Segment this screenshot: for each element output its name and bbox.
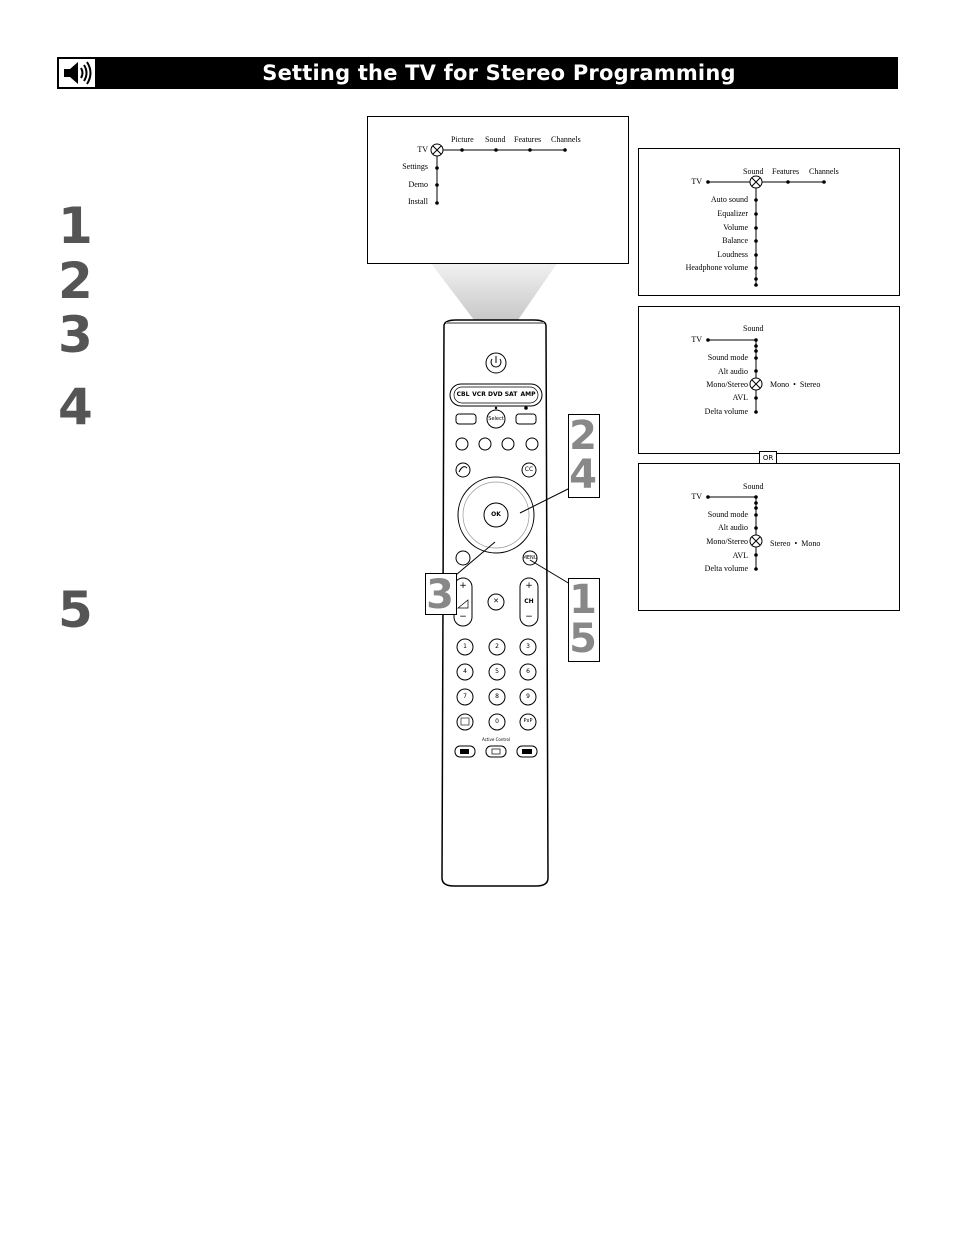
- step-number-5: 5: [58, 581, 93, 639]
- source-key-vcr[interactable]: VCR: [472, 391, 486, 398]
- tv-stereo-mono-menu-screen: [638, 463, 900, 611]
- callout-number-5: 5: [569, 616, 597, 662]
- tv-mono-stereo-menu-screen: [638, 306, 900, 454]
- digit-5-button[interactable]: 5: [495, 668, 499, 675]
- source-key-sat[interactable]: SAT: [504, 391, 518, 398]
- cc-button[interactable]: CC: [524, 466, 534, 473]
- callout-leader-lines: [449, 487, 571, 585]
- menu-item-sound: Sound: [485, 135, 506, 144]
- select-button[interactable]: Select: [488, 416, 504, 422]
- source-key-cbl[interactable]: CBL: [456, 391, 470, 398]
- tv-sound-menu-screen: [638, 148, 900, 296]
- menu-item-headphone-volume: Headphone volume: [685, 263, 748, 272]
- mute-icon[interactable]: ✕: [493, 597, 499, 605]
- pip-button[interactable]: PxP: [523, 718, 533, 724]
- callout-steps-1-5: [568, 578, 600, 662]
- menu-item-features: Features: [772, 167, 800, 176]
- source-key-dvd[interactable]: DVD: [488, 391, 503, 398]
- menu-root-tv: TV: [691, 492, 702, 501]
- channel-down-button[interactable]: −: [525, 612, 533, 622]
- menu-heading-sound: Sound: [743, 482, 764, 491]
- callout-step-3: [425, 573, 457, 615]
- menu-item-volume: Volume: [723, 223, 748, 232]
- menu-root-tv: TV: [417, 145, 428, 154]
- menu-item-loudness: Loudness: [717, 250, 748, 259]
- digit-8-button[interactable]: 8: [495, 693, 499, 700]
- speaker-icon: [59, 59, 95, 87]
- menu-root-tv: TV: [691, 177, 702, 186]
- menu-item-channels: Channels: [809, 167, 839, 176]
- remote-control: [441, 319, 549, 887]
- digit-7-button[interactable]: 7: [463, 693, 467, 700]
- mono-menu-lines: [706, 338, 763, 414]
- main-menu-lines: [430, 143, 567, 205]
- or-label: OR: [759, 451, 777, 465]
- ok-button[interactable]: OK: [491, 511, 501, 518]
- remote-signal-beam: [430, 262, 558, 320]
- digit-1-button[interactable]: 1: [463, 643, 467, 650]
- menu-item-install: Install: [408, 197, 428, 206]
- menu-item-sound-mode: Sound mode: [707, 353, 748, 362]
- digit-9-button[interactable]: 9: [526, 693, 530, 700]
- menu-item-sound: Sound: [743, 167, 764, 176]
- channel-up-button[interactable]: +: [525, 581, 533, 591]
- stereo-menu-lines: [706, 495, 763, 571]
- step-number-4: 4: [58, 378, 93, 436]
- menu-root-tv: TV: [691, 335, 702, 344]
- menu-item-avl: AVL: [732, 393, 748, 402]
- callout-number-1: 1: [569, 577, 597, 623]
- digit-3-button[interactable]: 3: [526, 643, 530, 650]
- digit-0-button[interactable]: 0: [495, 718, 499, 725]
- menu-item-equalizer: Equalizer: [717, 209, 748, 218]
- menu-item-alt-audio: Alt audio: [718, 523, 748, 532]
- menu-item-channels: Channels: [551, 135, 581, 144]
- menu-item-features: Features: [514, 135, 542, 144]
- volume-down-button[interactable]: −: [459, 612, 467, 622]
- volume-up-button[interactable]: +: [459, 581, 467, 591]
- menu-item-delta-volume: Delta volume: [704, 564, 748, 573]
- digit-4-button[interactable]: 4: [463, 668, 467, 675]
- digit-2-button[interactable]: 2: [495, 643, 499, 650]
- menu-item-settings: Settings: [402, 162, 428, 171]
- sound-menu-lines: [706, 175, 826, 287]
- menu-item-demo: Demo: [408, 180, 428, 189]
- menu-heading-sound: Sound: [743, 324, 764, 333]
- step-number-2: 2: [58, 252, 93, 310]
- header-bar: [57, 57, 898, 89]
- channel-label: CH: [524, 598, 534, 605]
- menu-button[interactable]: MENU: [522, 555, 538, 561]
- menu-item-delta-volume: Delta volume: [704, 407, 748, 416]
- menu-item-alt-audio: Alt audio: [718, 367, 748, 376]
- menu-item-auto-sound: Auto sound: [710, 195, 748, 204]
- source-key-amp[interactable]: AMP: [520, 391, 536, 398]
- page-title: Setting the TV for Stereo Programming: [262, 61, 736, 85]
- step-number-3: 3: [58, 306, 93, 364]
- menu-item-mono-stereo: Mono/Stereo: [706, 380, 748, 389]
- callout-number-2: 2: [569, 413, 597, 459]
- menu-item-mono-stereo: Mono/Stereo: [706, 537, 748, 546]
- active-control-label: Active Control: [481, 737, 511, 742]
- digit-6-button[interactable]: 6: [526, 668, 530, 675]
- menu-item-picture: Picture: [451, 135, 474, 144]
- menu-item-balance: Balance: [722, 236, 748, 245]
- step-number-1: 1: [58, 197, 93, 255]
- callout-number-4: 4: [569, 452, 597, 498]
- callout-number-3: 3: [426, 572, 454, 618]
- stereo-mono-options: Stereo • Mono: [770, 539, 821, 548]
- menu-item-sound-mode: Sound mode: [707, 510, 748, 519]
- menu-item-avl: AVL: [732, 551, 748, 560]
- mono-stereo-options: Mono • Stereo: [770, 380, 821, 389]
- tv-main-menu-screen: [367, 116, 629, 264]
- callout-steps-2-4: [568, 414, 600, 498]
